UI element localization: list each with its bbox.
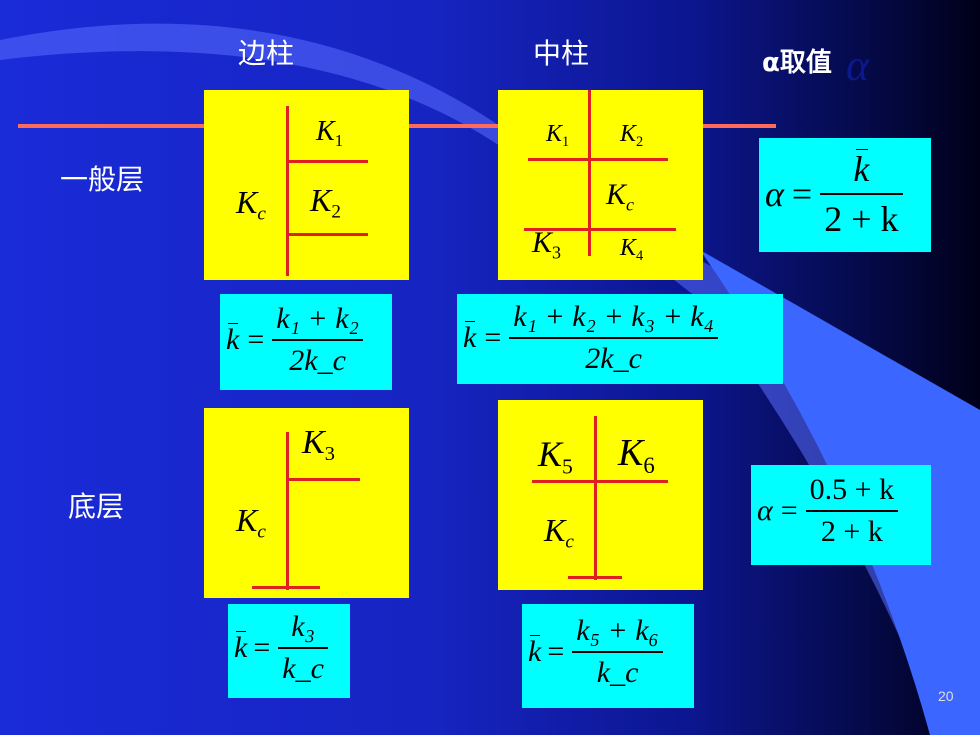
label-kc: Kc — [606, 178, 635, 215]
diagram-general-edge: K1 K2 Kc — [204, 90, 409, 280]
diagram-general-middle: K1 K2 Kc K3 K4 — [498, 90, 703, 280]
label-kc: Kc — [236, 184, 266, 225]
label-k3: K3 — [302, 424, 335, 466]
row-label-bottom: 底层 — [68, 490, 125, 523]
label-k3: K3 — [532, 226, 562, 263]
label-k6: K6 — [618, 432, 655, 478]
row-label-general: 一般层 — [60, 163, 145, 196]
header-alpha-column: α取值 — [762, 48, 832, 78]
label-kc: Kc — [236, 502, 266, 543]
label-k2: K2 — [310, 182, 341, 223]
header-middle-column: 中柱 — [533, 37, 590, 70]
label-k1: K1 — [546, 121, 570, 151]
label-k2: K2 — [620, 121, 644, 151]
header-edge-column: 边柱 — [238, 37, 295, 70]
label-k1: K1 — [316, 116, 344, 150]
diagram-bottom-middle: K5 K6 Kc — [498, 400, 703, 590]
diagram-bottom-edge: K3 Kc — [204, 408, 409, 598]
label-k5: K5 — [538, 434, 573, 479]
alpha-symbol-faint: α — [846, 41, 870, 90]
page-number: 20 — [938, 688, 954, 704]
label-k4: K4 — [620, 235, 644, 265]
label-kc: Kc — [544, 512, 574, 553]
